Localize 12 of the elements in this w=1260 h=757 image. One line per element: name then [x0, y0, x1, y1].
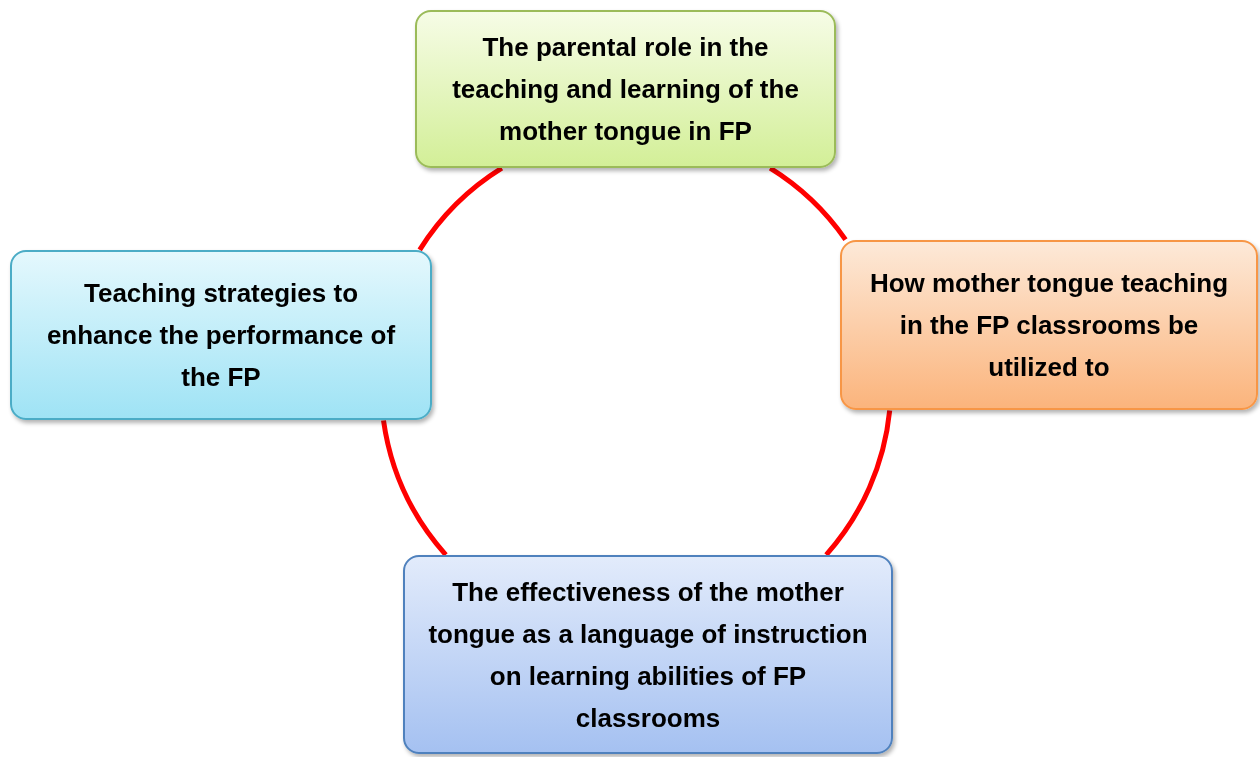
topic-box — [415, 10, 836, 168]
circle-arc-connector — [417, 166, 504, 252]
circle-arc-connector — [381, 420, 448, 557]
circle-arc-connector — [824, 410, 893, 557]
topic-text: How mother tongue teaching in the FP classrooms be utilized to — [868, 267, 1230, 384]
topic-box — [10, 250, 432, 420]
topic-text: The parental role in the teaching and learning of the mother tongue in FP — [451, 31, 800, 148]
topic-text: The effectiveness of the mother tongue as a language of instruction on learning abilities of FP classrooms — [427, 575, 869, 735]
topic-text: Teaching strategies to enhance the performance of the FP — [45, 277, 397, 394]
topic-box — [403, 555, 893, 754]
topic-box — [840, 240, 1258, 410]
circle-arc-connector — [768, 166, 848, 242]
